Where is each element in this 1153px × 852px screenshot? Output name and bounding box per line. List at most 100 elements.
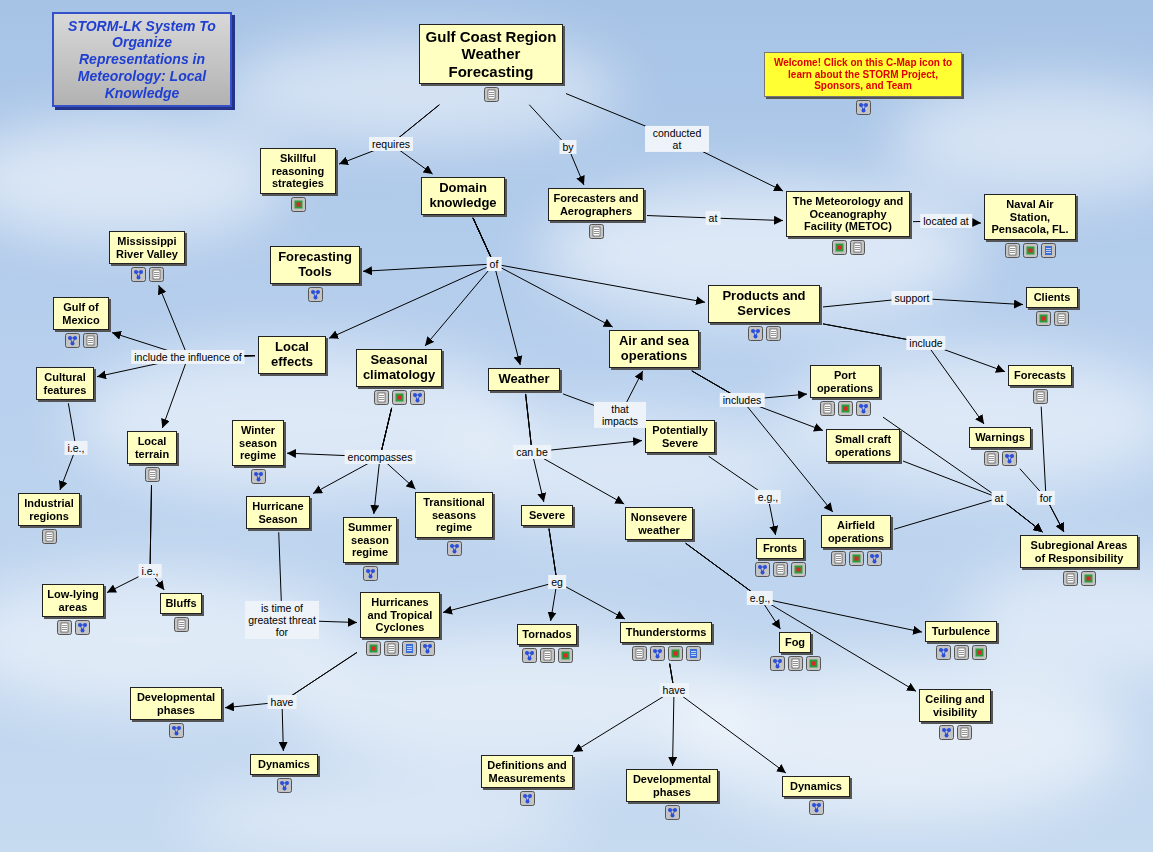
document-symbol: [1037, 392, 1044, 401]
icon-button: [1054, 311, 1068, 325]
cmap-dot: [78, 623, 82, 627]
resource-icon: [402, 641, 417, 656]
icon-button: [1063, 572, 1077, 586]
concept-box: Small craft operations: [826, 429, 900, 462]
connector: [363, 218, 494, 271]
resource-icons: [520, 791, 535, 806]
concept-text: Low-lying areas: [47, 588, 99, 613]
concept-text: Developmental phases: [631, 773, 713, 798]
icon-button: [251, 469, 265, 483]
document-line: [959, 650, 964, 651]
document-line: [778, 571, 783, 572]
concept-node: Welcome! Click on this C-Map icon to lea…: [764, 52, 962, 115]
picture-symbol: [852, 555, 860, 563]
concept-node: Skillful reasoning strategies: [260, 148, 336, 212]
concept-node: Naval Air Station, Pensacola, FL.: [984, 194, 1076, 258]
resource-icon: [1005, 243, 1020, 258]
document-symbol: [1009, 246, 1016, 255]
resource-icon: [42, 529, 57, 544]
concept-text: Fronts: [761, 542, 799, 555]
cmap-dot: [1007, 459, 1011, 463]
connector: [566, 94, 783, 191]
document-symbol: [388, 644, 395, 653]
cmap-dot: [368, 574, 372, 578]
cmap-dot: [658, 649, 662, 653]
resource-icons: [174, 617, 189, 632]
document-line: [1038, 394, 1043, 395]
connector: [549, 529, 625, 619]
linking-phrase: requires: [369, 137, 413, 151]
picture-inner: [397, 395, 401, 399]
concept-node: Potentially Severe: [645, 420, 715, 453]
picture-symbol: [841, 405, 849, 413]
concept-box: Low-lying areas: [42, 584, 104, 617]
resource-icon: [149, 267, 164, 282]
document-line: [389, 648, 394, 649]
resource-icons: [169, 723, 184, 738]
concept-node: Fog: [770, 632, 821, 671]
document-line: [379, 399, 384, 400]
icon-button: [773, 562, 787, 576]
document-symbol: [961, 728, 968, 737]
concept-node: Ceiling and visibility: [919, 689, 991, 740]
icon-button: [831, 552, 845, 566]
cmap-dot: [172, 726, 176, 730]
document-line: [88, 338, 93, 339]
icon-button: [668, 646, 682, 660]
document-line: [179, 624, 184, 625]
concept-box: Weather: [488, 368, 560, 391]
resource-icons: [1036, 311, 1069, 326]
cmap-dot: [655, 654, 659, 658]
icon-button: [447, 541, 461, 555]
concept-box: Welcome! Click on this C-Map icon to lea…: [764, 52, 962, 97]
resource-icon: [773, 562, 788, 577]
picture-inner: [843, 407, 847, 411]
concept-box: Turbulence: [925, 621, 997, 642]
text-line: [691, 655, 696, 656]
concept-box: Hurricane Season: [246, 496, 310, 529]
concept-node: Warnings: [969, 427, 1031, 466]
resource-icon: [447, 541, 462, 556]
concept-box: Severe: [521, 505, 573, 526]
linking-phrase: include: [906, 336, 945, 350]
icon-button: [972, 645, 986, 659]
icon-button: [384, 641, 398, 655]
concept-node: Turbulence: [925, 621, 997, 660]
document-symbol: [593, 227, 600, 236]
icon-button: [291, 197, 305, 211]
connector: [670, 664, 786, 773]
cmap-dot: [814, 808, 818, 812]
icon-button: [1041, 243, 1055, 257]
concept-box: Developmental phases: [130, 687, 222, 720]
connector: [162, 356, 255, 428]
connector: [894, 498, 1042, 532]
cmap-dot: [428, 644, 432, 648]
document-line: [594, 233, 599, 234]
document-line: [389, 646, 394, 647]
resource-icon: [374, 390, 389, 405]
cmap-dot: [136, 276, 140, 280]
document-line: [154, 274, 159, 275]
resource-icon: [831, 551, 846, 566]
concept-box: Gulf Coast Region Weather Forecasting: [419, 24, 563, 84]
concept-box: Dynamics: [250, 754, 318, 775]
linking-phrase: can be: [513, 445, 551, 459]
resource-icons: [748, 326, 781, 341]
cmap-dot: [415, 398, 419, 402]
concept-box: Products and Services: [708, 285, 820, 323]
concept-text: Summer season regime: [348, 521, 392, 559]
resource-icon: [589, 224, 604, 239]
resource-icons: [484, 87, 499, 102]
document-line: [1010, 248, 1015, 249]
resource-icons: [57, 620, 90, 635]
document-line: [389, 650, 394, 651]
document-symbol: [488, 90, 495, 99]
text-line: [1046, 252, 1051, 253]
linking-phrase: by: [559, 140, 576, 154]
concept-text: Nonsevere weather: [630, 511, 688, 536]
cmap-dot: [254, 472, 258, 476]
concept-node: Forecasters and Aerographers: [548, 188, 644, 239]
resource-icons: [984, 451, 1017, 466]
picture-symbol: [794, 565, 802, 573]
resource-icon: [366, 641, 381, 656]
